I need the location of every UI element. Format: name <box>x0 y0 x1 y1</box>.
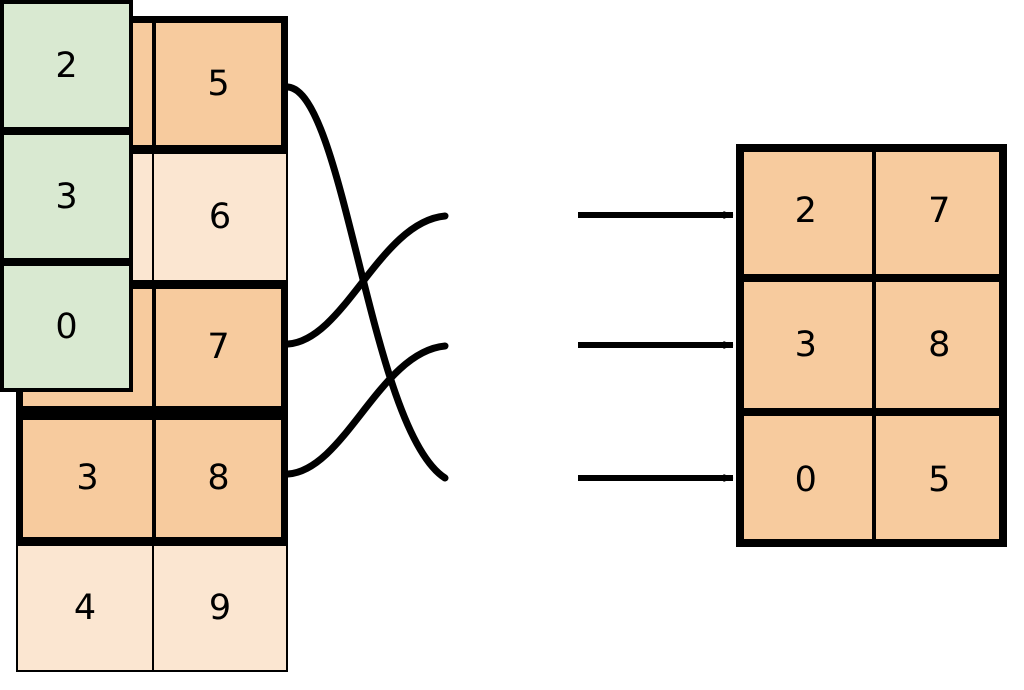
index-slot-2[interactable]: 0 <box>0 262 133 392</box>
source-row-3[interactable]: 3 8 <box>16 413 288 544</box>
result-cell-r1c1: 8 <box>871 282 1004 408</box>
source-cell-r4c1: 9 <box>152 546 286 670</box>
source-cell-r2c1: 7 <box>152 289 281 406</box>
source-cell-r4c0: 4 <box>73 587 97 628</box>
index-slot-1[interactable]: 3 <box>0 131 133 262</box>
index-slot-0[interactable]: 2 <box>0 0 133 131</box>
link-row-2-to-slot-0 <box>284 212 449 348</box>
result-cell-r2c1: 5 <box>871 416 1004 543</box>
result-cell-r0c1: 7 <box>871 148 1004 274</box>
link-row-3-to-slot-1 <box>284 342 449 478</box>
source-cell-r0c1: 5 <box>152 23 281 145</box>
source-cell-r1c1: 6 <box>152 154 286 280</box>
result-cell-r1c0: 3 <box>794 325 817 365</box>
result-cell-r2c0: 0 <box>794 459 817 500</box>
result-cell-r0c0: 2 <box>794 191 817 231</box>
source-cell-r3c0: 3 <box>76 458 99 498</box>
source-row-4[interactable]: 4 9 <box>16 544 288 672</box>
index-vector-column: 2 3 0 <box>0 0 133 392</box>
link-row-0-to-slot-2 <box>284 83 449 482</box>
source-cell-r3c1: 8 <box>152 420 281 537</box>
